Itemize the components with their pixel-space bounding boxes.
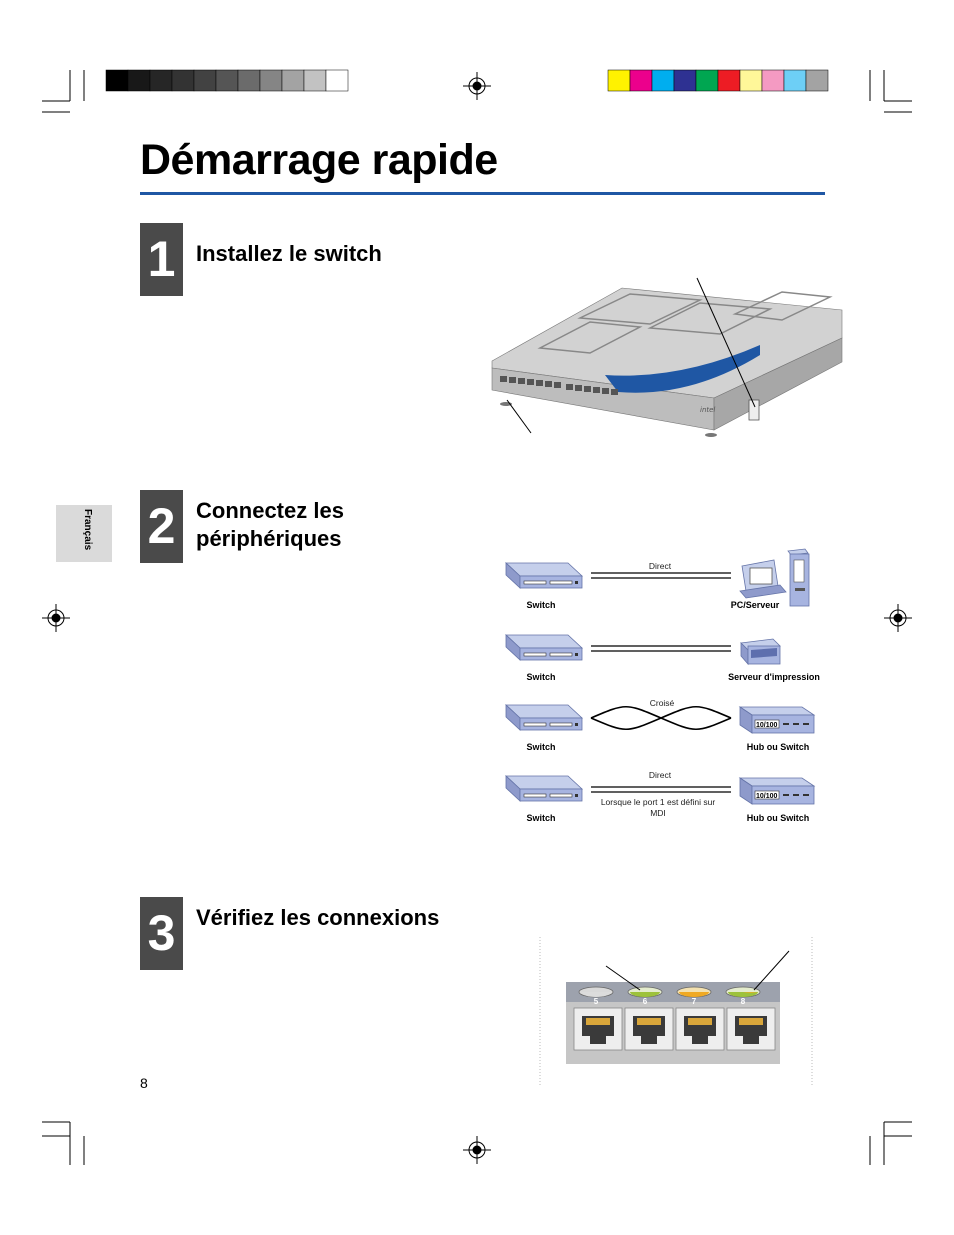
registration-mark-left <box>42 604 70 632</box>
cable-label: Direct <box>648 770 672 780</box>
page-number: 8 <box>140 1075 148 1091</box>
left-device-label: Switch <box>526 813 556 823</box>
step-1-title: Installez le switch <box>196 241 382 266</box>
title-divider <box>140 192 825 195</box>
rj45-jack <box>624 1007 674 1051</box>
callout-activity-led <box>753 950 790 991</box>
crop-marks <box>42 70 912 1165</box>
left-device-label: Switch <box>526 672 556 682</box>
port-number-label: 8 <box>741 997 746 1006</box>
crossover-cable <box>590 706 732 730</box>
cable-note: Lorsque le port 1 est défini sur MDI <box>600 797 716 818</box>
language-tab: Français <box>56 505 112 562</box>
server-tower-icon <box>787 548 810 607</box>
hub-port-label: 10/100 <box>756 722 778 729</box>
registration-mark-top <box>463 72 491 100</box>
step-3-number: 3 <box>140 897 183 970</box>
led-indicator <box>578 986 614 998</box>
led-indicator <box>676 986 712 998</box>
hub-port-label: 10/100 <box>756 793 778 800</box>
led-indicator <box>627 986 663 998</box>
step-1-number: 1 <box>140 223 183 296</box>
rj45-jack <box>573 1007 623 1051</box>
rj45-jack <box>675 1007 725 1051</box>
left-device-label: Switch <box>526 600 556 610</box>
page-title: Démarrage rapide <box>140 136 498 184</box>
right-device-label: Hub ou Switch <box>746 742 810 752</box>
switch-front-ports <box>500 376 618 395</box>
callout-link-led <box>605 965 641 991</box>
print-server-icon <box>740 638 781 666</box>
rubber-foot-right <box>705 433 717 437</box>
color-calibration-bar <box>607 69 829 92</box>
registration-mark-right <box>884 604 912 632</box>
right-device-label: Hub ou Switch <box>746 813 810 823</box>
step-2-number: 2 <box>140 490 183 563</box>
left-device-label: Switch <box>526 742 556 752</box>
calibration-swatch <box>805 69 829 92</box>
callout-bracket <box>696 277 756 408</box>
cable-label: Croisé <box>649 698 675 708</box>
cable-label: Direct <box>648 561 672 571</box>
calibration-swatch <box>325 69 349 92</box>
pc-monitor-icon <box>739 559 787 599</box>
right-device-label: PC/Serveur <box>730 600 780 610</box>
language-tab-label: Français <box>82 509 93 551</box>
callout-foot <box>506 399 532 434</box>
port-number-label: 6 <box>643 997 648 1006</box>
port-number-label: 5 <box>594 997 599 1006</box>
grayscale-calibration-bar <box>105 69 349 92</box>
straight-cable <box>591 572 731 793</box>
led-indicator <box>725 986 761 998</box>
rj45-jack <box>726 1007 776 1051</box>
step-2-title: Connectez les périphériques <box>196 498 344 551</box>
port-number-label: 7 <box>692 997 697 1006</box>
step-3-title: Vérifiez les connexions <box>196 905 440 930</box>
svg-text:intel: intel <box>700 406 715 414</box>
right-device-label: Serveur d'impression <box>728 672 820 682</box>
registration-mark-bottom <box>463 1136 491 1164</box>
rack-mount-bracket <box>748 399 760 421</box>
